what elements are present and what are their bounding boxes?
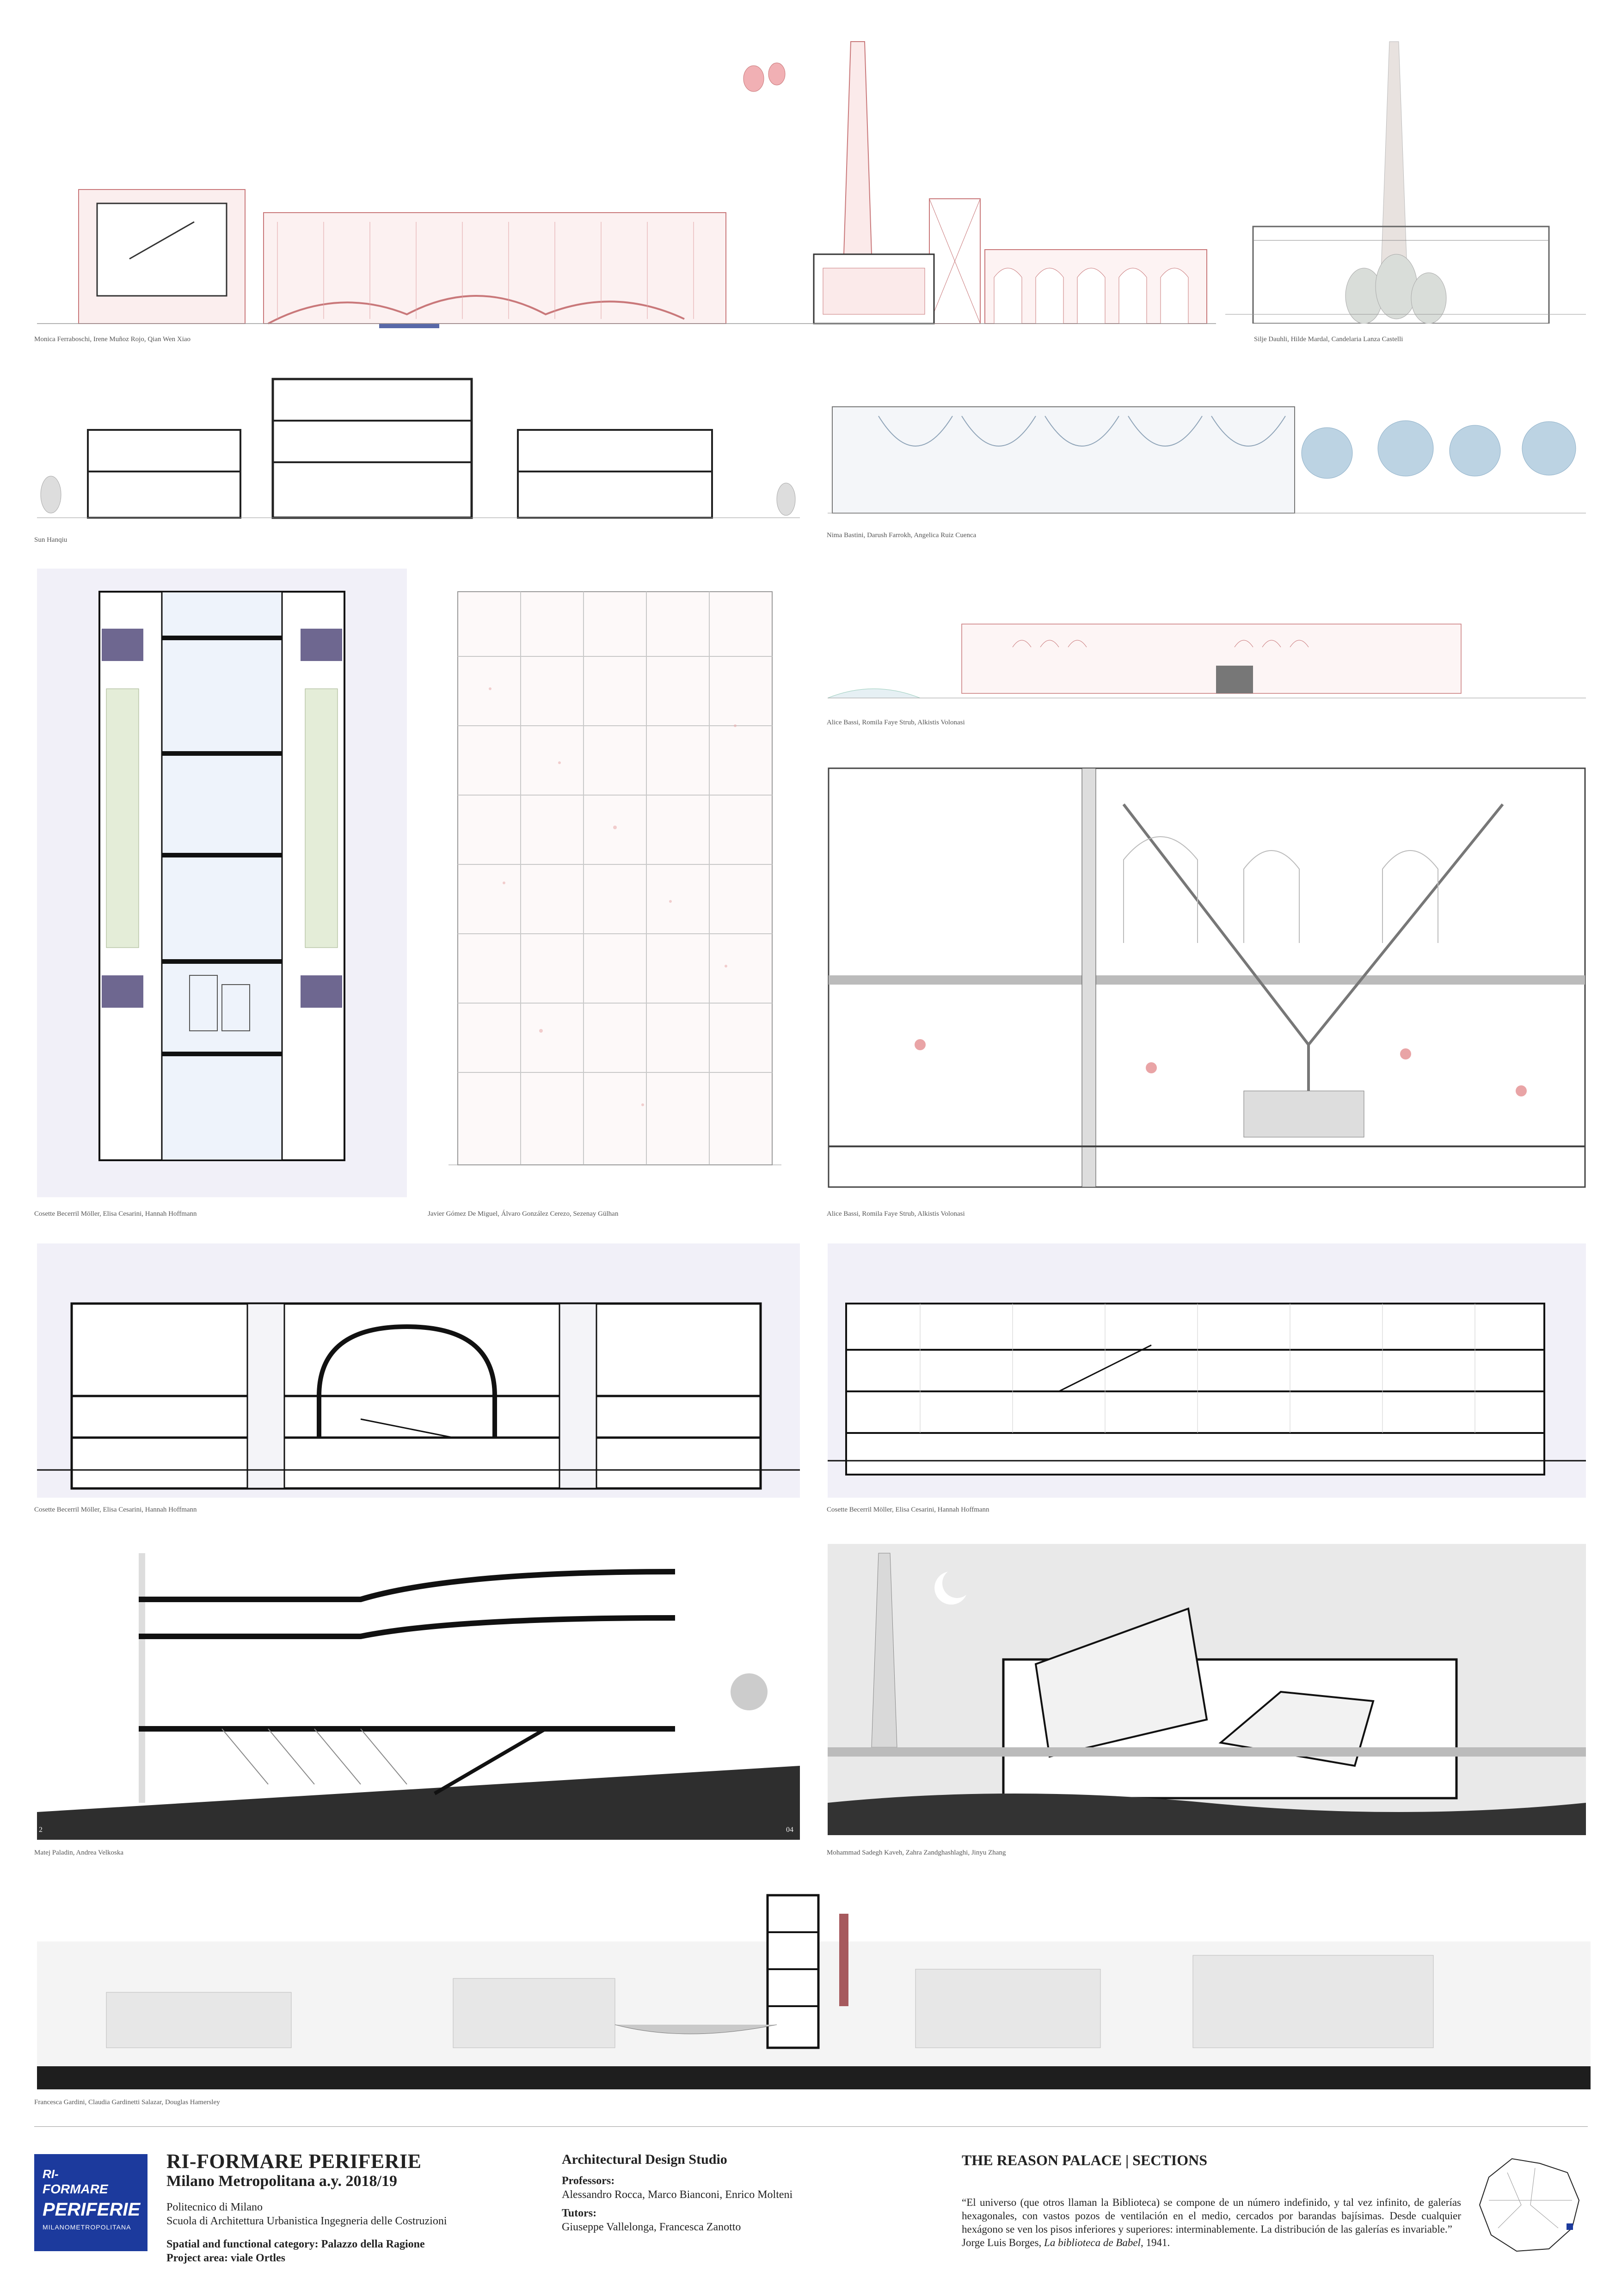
- drawing-section-ribbon-floors: [37, 1544, 800, 1840]
- page-number-right: 04: [786, 1826, 793, 1834]
- drawing-perspective-section-market: [828, 767, 1586, 1188]
- drawing-section-arches: [828, 596, 1586, 707]
- professors-list: Alessandro Rocca, Marco Bianconi, Enrico…: [562, 2189, 793, 2201]
- footer-divider: [34, 2126, 1588, 2127]
- milan-map-icon: [1470, 2149, 1591, 2260]
- drawing-section-night-moon: [828, 1544, 1586, 1835]
- project-title: RI-FORMARE PERIFERIE: [166, 2150, 422, 2173]
- caption: Alice Bassi, Romila Faye Strub, Alkistis…: [827, 1210, 965, 1218]
- logo-milano: MILANOMETROPOLITANA: [43, 2223, 131, 2231]
- drawing-section-vaults-trees: [828, 398, 1586, 522]
- school-department: Scuola di Architettura Urbanistica Ingeg…: [166, 2215, 447, 2227]
- spatial-category: Spatial and functional category: Palazzo…: [166, 2238, 425, 2250]
- caption: Francesca Gardini, Claudia Gardinetti Sa…: [34, 2099, 220, 2106]
- borges-quote: “El universo (que otros llaman la Biblio…: [962, 2196, 1461, 2249]
- caption: Alice Bassi, Romila Faye Strub, Alkistis…: [827, 719, 965, 726]
- logo-ri: RI-: [43, 2167, 59, 2181]
- caption: Cosette Becerril Möller, Elisa Cesarini,…: [34, 1506, 197, 1513]
- quote-year: , 1941.: [1140, 2237, 1170, 2248]
- balloon-icon: [743, 62, 786, 92]
- page-number-left: 2: [39, 1826, 43, 1834]
- caption: Nima Bastini, Darush Farrokh, Angelica R…: [827, 532, 977, 539]
- studio-name: Architectural Design Studio: [562, 2152, 727, 2167]
- drawing-section-blocks: [37, 370, 800, 522]
- professors-label: Professors:: [562, 2175, 615, 2187]
- logo-formare: FORMARE: [43, 2182, 108, 2196]
- drawing-section-chimney-park: [37, 37, 1216, 333]
- caption: Matej Paladin, Andrea Velkoska: [34, 1849, 124, 1856]
- tutors-label: Tutors:: [562, 2207, 597, 2219]
- tutors-list: Giuseppe Vallelonga, Francesca Zanotto: [562, 2221, 741, 2233]
- logo-riformare-periferie: RI- FORMARE PERIFERIE MILANOMETROPOLITAN…: [34, 2154, 147, 2251]
- caption: Silje Dauhli, Hilde Mardal, Candelaria L…: [1254, 336, 1403, 343]
- quote-text: “El universo (que otros llaman la Biblio…: [962, 2197, 1461, 2235]
- drawing-section-glazed-block: [828, 1243, 1586, 1498]
- caption: Cosette Becerril Möller, Elisa Cesarini,…: [827, 1506, 989, 1513]
- caption: Monica Ferraboschi, Irene Muñoz Rojo, Qi…: [34, 336, 191, 343]
- project-subtitle: Milano Metropolitana a.y. 2018/19: [166, 2173, 397, 2190]
- drawing-section-dome: [37, 1243, 800, 1498]
- quote-book: La biblioteca de Babel: [1044, 2237, 1141, 2248]
- drawing-section-tower-lavender: [37, 569, 407, 1197]
- moon-icon: [934, 1572, 966, 1605]
- caption: Mohammad Sadegh Kaveh, Zahra Zandghashla…: [827, 1849, 1006, 1856]
- drawing-elevation-grid: [449, 587, 781, 1193]
- sheet-title: THE REASON PALACE | SECTIONS: [962, 2152, 1208, 2168]
- quote-author: Jorge Luis Borges,: [962, 2237, 1044, 2248]
- drawing-section-site-panorama: [37, 1886, 1591, 2089]
- project-area: Project area: viale Ortles: [166, 2252, 285, 2264]
- caption: Javier Gómez De Miguel, Álvaro González …: [428, 1210, 619, 1218]
- caption: Cosette Becerril Möller, Elisa Cesarini,…: [34, 1210, 197, 1218]
- drawing-section-chimney-glass-pavilion: [1225, 37, 1586, 324]
- caption: Sun Hanqiu: [34, 536, 68, 544]
- logo-periferie: PERIFERIE: [43, 2199, 141, 2220]
- school-name: Politecnico di Milano: [166, 2201, 263, 2213]
